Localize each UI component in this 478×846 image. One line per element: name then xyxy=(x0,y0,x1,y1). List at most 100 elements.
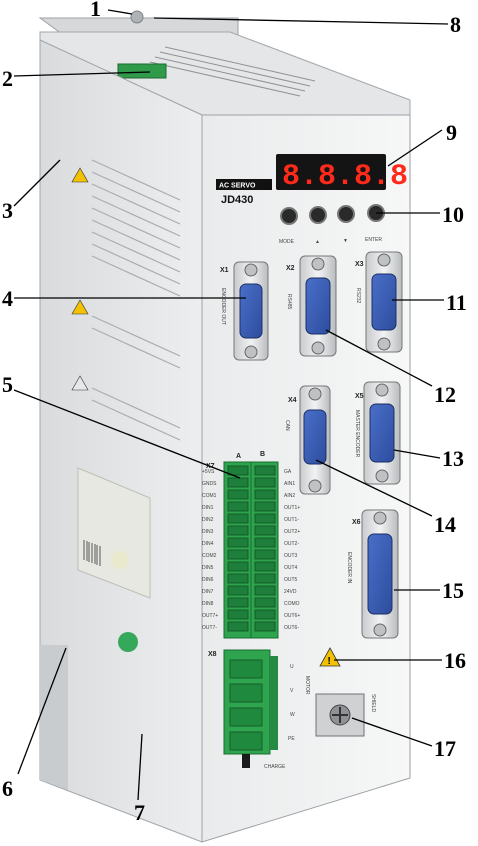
warning-triangle-icon xyxy=(71,375,89,391)
terminal-x7-pin-a xyxy=(227,501,249,512)
down-button-label: ▼ xyxy=(343,238,348,244)
terminal-x7-pin-a xyxy=(227,477,249,488)
led-digits: 8.8.8.8 xyxy=(282,160,408,194)
terminal-x7-rows xyxy=(227,465,276,632)
x7-right-pin-label: OUT1+ xyxy=(284,505,300,511)
callout-12: 12 xyxy=(434,382,456,407)
x7-left-pin-label: COM2 xyxy=(202,553,217,559)
terminal-x7-right-labels: GAAIN1AIN2OUT1+OUT1-OUT2+OUT2-OUT3OUT4OU… xyxy=(284,469,300,631)
terminal-x7-pin-b xyxy=(254,465,276,476)
x7-left-pin-label: DIN8 xyxy=(202,601,214,607)
x7-right-pin-label: OUT3 xyxy=(284,553,298,559)
high-voltage-warning-icon xyxy=(319,647,341,667)
callout-4: 4 xyxy=(2,286,13,311)
terminal-x7-pin-a xyxy=(227,525,249,536)
terminal-x7-pin-a xyxy=(227,561,249,572)
x7-right-pin-label: 24VD xyxy=(284,589,297,595)
top-vents xyxy=(149,46,316,97)
up-button[interactable] xyxy=(309,206,327,224)
x8-pin-pe: PE xyxy=(288,736,295,742)
connector-x3-label: RS232 xyxy=(355,288,361,304)
callout-2: 2 xyxy=(2,66,13,91)
mode-button[interactable] xyxy=(280,207,298,225)
terminal-x7-pin-b xyxy=(254,513,276,524)
charge-label: CHARGE xyxy=(264,764,286,770)
x7-left-pin-label: COM1 xyxy=(202,493,217,499)
connector-x4: X4 CAN xyxy=(284,385,331,495)
brand-label-box xyxy=(216,179,272,190)
x8-pin-w: W xyxy=(290,712,295,718)
callout-10: 10 xyxy=(442,202,464,227)
x7-right-pin-label: COMO xyxy=(284,601,300,607)
ce-mark xyxy=(111,551,129,569)
connector-x6-label: ENCODER IN xyxy=(346,552,352,584)
x7-right-pin-label: OUT5 xyxy=(284,577,298,583)
callout-5: 5 xyxy=(2,372,13,397)
callout-8: 8 xyxy=(450,12,461,37)
terminal-x7-pin-b xyxy=(254,549,276,560)
x7-left-pin-label: DIN2 xyxy=(202,517,214,523)
terminal-x7-pin-a xyxy=(227,549,249,560)
terminal-x7-left-labels: +5VSGNDSCOM1DIN1DIN2DIN3DIN4COM2DIN5DIN6… xyxy=(202,469,218,631)
x7-right-pin-label: OUT4 xyxy=(284,565,298,571)
callout-3: 3 xyxy=(2,198,13,223)
callout-numbers: 1 2 3 4 5 6 7 8 9 10 11 12 13 14 15 16 1… xyxy=(2,0,467,825)
callout-13: 13 xyxy=(442,446,464,471)
terminal-x7-pin-b xyxy=(254,573,276,584)
connector-x1-label: ENCODER OUT xyxy=(220,288,226,325)
connector-x1-id: X1 xyxy=(220,267,229,274)
x7-right-pin-label: OUT2- xyxy=(284,541,299,547)
connector-x6-id: X6 xyxy=(352,519,361,526)
warning-triangle-icon xyxy=(71,167,89,183)
x7-left-pin-label: OUT7+ xyxy=(202,613,218,619)
down-button[interactable] xyxy=(337,205,355,223)
up-button-label: ▲ xyxy=(315,239,320,245)
x7-left-pin-label: DIN1 xyxy=(202,505,214,511)
x7-left-pin-label: DIN3 xyxy=(202,529,214,535)
terminal-x7-pin-a xyxy=(227,513,249,524)
connector-x6: X6 ENCODER IN xyxy=(346,509,399,639)
x8-pin-v: V xyxy=(290,688,294,694)
callout-6: 6 xyxy=(2,776,13,801)
terminal-x8-id: X8 xyxy=(208,651,217,658)
callout-11: 11 xyxy=(446,290,467,315)
shield-ground-screw: SHIELD xyxy=(315,693,376,737)
terminal-x7-pin-b xyxy=(254,609,276,620)
terminal-x7-pin-a xyxy=(227,537,249,548)
connector-x2-label: RS485 xyxy=(286,294,292,310)
x7-right-pin-label: OUT6+ xyxy=(284,613,300,619)
callout-leader-lines xyxy=(13,9,449,801)
x8-pin-u: U xyxy=(290,664,294,670)
callout-17: 17 xyxy=(434,736,456,761)
terminal-x7-pin-a xyxy=(227,621,249,632)
connector-x4-label: CAN xyxy=(284,420,290,431)
control-buttons: MODE ▲ ▼ ENTER xyxy=(279,204,385,245)
side-bottom-lip xyxy=(40,645,68,790)
connector-x2-id: X2 xyxy=(286,265,295,272)
terminal-x7-col-b: B xyxy=(260,451,265,458)
x7-left-pin-label: +5VS xyxy=(202,469,215,475)
terminal-x7-pin-b xyxy=(254,525,276,536)
barcode xyxy=(83,540,101,566)
connector-x4-id: X4 xyxy=(288,397,297,404)
terminal-x7-pin-a xyxy=(227,573,249,584)
mounting-hole xyxy=(130,10,144,24)
led-digit-text: 8.8.8.8 xyxy=(282,160,408,194)
x7-right-pin-label: GA xyxy=(284,469,292,475)
terminal-x7-pin-a xyxy=(227,609,249,620)
terminal-x7-pin-b xyxy=(254,537,276,548)
callout-1: 1 xyxy=(90,0,101,21)
terminal-x7-pin-a xyxy=(227,597,249,608)
terminal-x7-col-a: A xyxy=(236,453,241,460)
x7-right-pin-label: AIN1 xyxy=(284,481,295,487)
mode-button-label: MODE xyxy=(279,239,295,245)
callout-16: 16 xyxy=(444,648,466,673)
terminal-x7-pin-a xyxy=(227,489,249,500)
terminal-x7-pin-a xyxy=(227,465,249,476)
connector-x5: X5 MASTER ENCODER xyxy=(354,381,401,485)
terminal-block-x7: X7 A B +5VSGNDSCOM1DIN1DIN2DIN3DIN4COM2D… xyxy=(202,451,300,639)
x7-left-pin-label: OUT7- xyxy=(202,625,217,631)
warning-triangle-icon xyxy=(71,299,89,315)
x7-right-pin-label: OUT6- xyxy=(284,625,299,631)
